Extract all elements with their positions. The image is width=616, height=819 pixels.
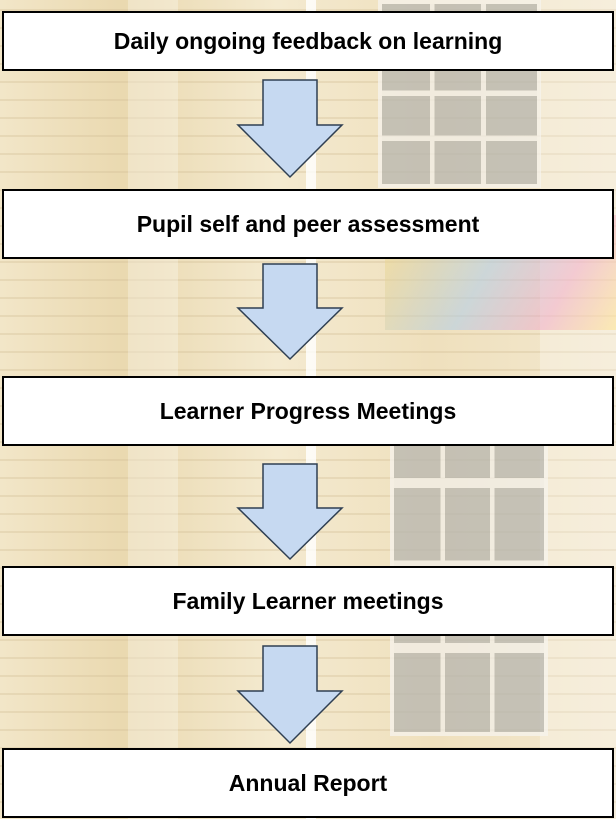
down-arrow-icon [236, 463, 344, 561]
down-arrow-icon [236, 79, 344, 179]
step-label: Learner Progress Meetings [159, 397, 457, 424]
step-label: Daily ongoing feedback on learning [113, 27, 503, 54]
step-daily-feedback: Daily ongoing feedback on learning [2, 11, 614, 71]
down-arrow-icon [236, 645, 344, 745]
down-arrow-icon [236, 263, 344, 361]
step-self-peer-assessment: Pupil self and peer assessment [2, 189, 614, 259]
step-family-meetings: Family Learner meetings [2, 566, 614, 636]
step-label: Family Learner meetings [172, 587, 444, 614]
step-annual-report: Annual Report [2, 748, 614, 818]
step-label: Annual Report [228, 769, 388, 796]
step-progress-meetings: Learner Progress Meetings [2, 376, 614, 446]
step-label: Pupil self and peer assessment [136, 210, 480, 237]
